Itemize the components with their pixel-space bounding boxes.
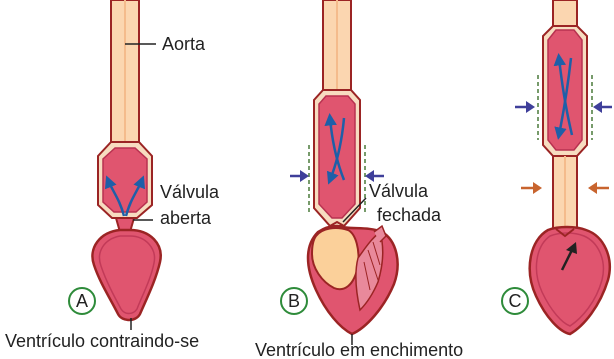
panel-b-caption: Ventrículo em enchimento [255,340,463,359]
panel-b-letter: B [288,291,300,311]
panel-c: C [502,0,612,334]
panel-a-letter: A [76,291,88,311]
panel-a-caption: Ventrículo contraindo-se [5,331,199,351]
panel-c-letter: C [509,291,522,311]
panel-a: Aorta Válvula aberta A Ventrículo contra… [5,0,220,351]
ventricle-c [530,227,610,334]
valve-open-label-line1: Válvula [160,182,220,202]
aorta-tube-c-top [553,0,577,26]
aorta-label: Aorta [162,34,206,54]
valve-closed-label-line2: fechada [377,205,442,225]
valve-closed-label-line1: Válvula [369,181,429,201]
valve-open-label-line2: aberta [160,208,212,228]
panel-b: Válvula fechada B Ventrículo em enchimen… [255,0,463,359]
